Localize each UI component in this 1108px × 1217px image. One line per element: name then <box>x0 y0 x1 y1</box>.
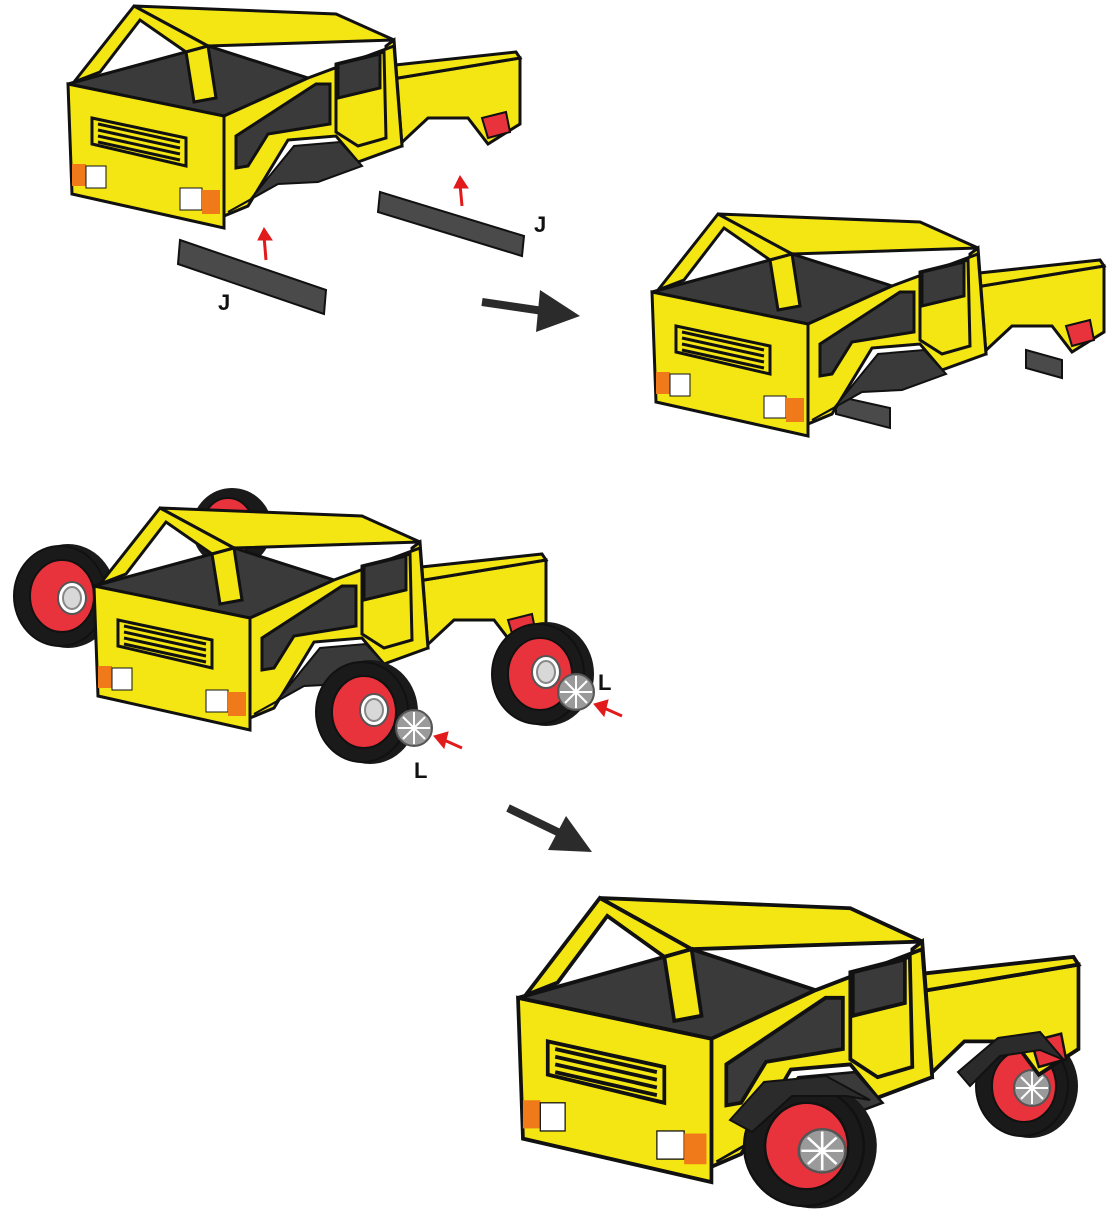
step-2-axle-strips-attached <box>652 214 1104 436</box>
next-step-arrow-icon <box>482 290 580 332</box>
part-label-l: L <box>598 670 611 695</box>
axle-strip-j-front <box>178 240 326 314</box>
axle-strip-j-rear <box>378 192 524 256</box>
part-label-j: J <box>218 290 230 315</box>
wheel <box>316 660 418 764</box>
truck-body <box>68 6 520 228</box>
hubcap-l <box>396 710 432 746</box>
step-4-completed-truck <box>518 898 1078 1208</box>
step-1-attach-axle-strips: J J <box>68 6 546 315</box>
part-label-l: L <box>414 758 427 783</box>
truck-body <box>652 214 1104 436</box>
step-3-attach-wheels: L L <box>14 488 622 783</box>
part-label-j: J <box>534 212 546 237</box>
next-step-arrow-icon <box>508 808 592 852</box>
hubcap-l <box>558 674 594 710</box>
